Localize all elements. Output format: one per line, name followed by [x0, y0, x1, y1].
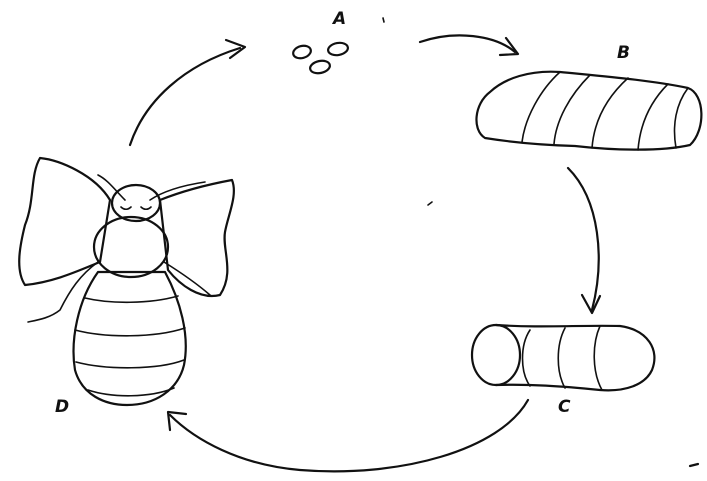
- pupa-icon: [472, 325, 654, 390]
- arrow-b-to-c: [568, 168, 600, 313]
- larva-icon: [476, 72, 701, 150]
- stage-label-b: B: [617, 43, 630, 63]
- stage-label-a: A: [331, 9, 346, 29]
- stray-mark: [383, 18, 698, 466]
- stage-label-d: D: [55, 397, 69, 417]
- bee-icon: [19, 158, 234, 405]
- eggs-icon: [292, 41, 349, 75]
- arrow-d-to-a: [130, 40, 245, 145]
- stage-label-c: C: [558, 397, 571, 417]
- arrow-a-to-b: [420, 35, 518, 55]
- arrow-c-to-d: [168, 400, 528, 471]
